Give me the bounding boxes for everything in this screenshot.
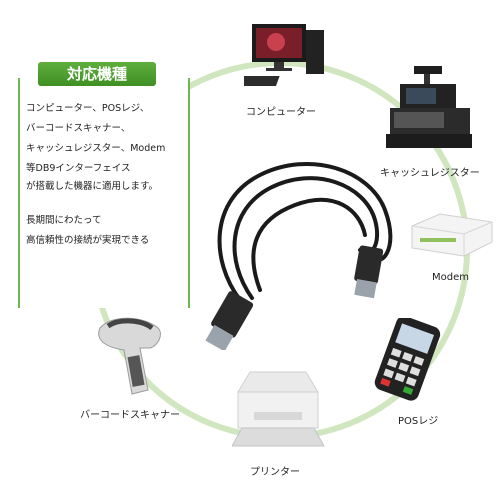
label-computer: コンピューター (246, 107, 316, 118)
cable-image (205, 161, 393, 350)
label-pos: POSレジ (398, 416, 439, 427)
pos-terminal-icon (374, 318, 441, 401)
label-modem: Modem (432, 272, 469, 283)
info-line-4: 等DB9インターフェイス (26, 163, 131, 174)
barcode-scanner-icon (98, 317, 161, 395)
info-line-3: キャッシュレジスター、Modem (26, 143, 166, 154)
label-cash-register: キャッシュレジスター (380, 168, 480, 179)
info-line-5: が搭載した機器に適用します。 (26, 181, 159, 192)
label-printer: プリンター (250, 467, 300, 478)
info-title: 対応機種 (38, 62, 156, 86)
info-line-1: コンピューター、POSレジ、 (26, 103, 150, 114)
printer-icon (232, 371, 325, 447)
info-line-7: 高信頼性の接続が実現できる (26, 235, 150, 246)
info-panel (18, 78, 190, 308)
computer-icon (244, 24, 324, 86)
info-line-6: 長期間にわたって (26, 215, 102, 226)
label-scanner: バーコードスキャナー (80, 410, 180, 421)
modem-icon (411, 213, 493, 257)
cash-register-icon (386, 66, 472, 148)
info-line-2: バーコードスキャナー、 (26, 123, 131, 134)
